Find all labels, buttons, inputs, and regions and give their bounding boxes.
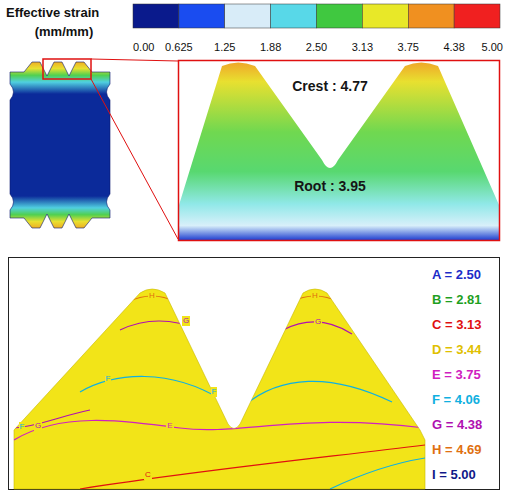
legend-entry: H = 4.69 (432, 443, 482, 458)
legend-entry: B = 2.81 (432, 293, 482, 308)
tick-label: 1.25 (214, 41, 235, 54)
legend-text: F = 4.06 (432, 392, 480, 407)
tick-label: 0.625 (165, 41, 193, 54)
contour-letter: F (105, 374, 112, 383)
contour-line (245, 381, 392, 405)
tick-label: 0.00 (133, 41, 154, 54)
legend-entry: D = 3.44 (432, 343, 482, 358)
unit-label: (mm/mm) (35, 25, 94, 40)
legend-entry: I = 5.00 (432, 468, 476, 483)
legend-text: G = 4.38 (432, 417, 482, 432)
value-callout: Root : 3.95 (294, 178, 366, 194)
color-band (362, 4, 408, 28)
contour-letter: G (314, 317, 322, 326)
color-band (271, 4, 317, 28)
legend-entry: E = 3.75 (432, 368, 481, 383)
contour-letter: C (144, 470, 152, 479)
thread-teeth (179, 63, 499, 241)
color-band (225, 4, 271, 28)
tick-label: 1.88 (260, 41, 281, 54)
value-callout: Crest : 4.77 (292, 78, 367, 94)
tick-label: 5.00 (482, 41, 503, 54)
color-band (317, 4, 363, 28)
contour-letter: H (311, 291, 319, 300)
zoom-view (179, 61, 499, 240)
legend-text: H = 4.69 (432, 442, 482, 457)
tick-label: 3.13 (352, 41, 373, 54)
legend-text: B = 2.81 (432, 292, 482, 307)
color-band (133, 4, 179, 28)
color-band (408, 4, 454, 28)
zoom-frame (179, 61, 500, 241)
contour-letter: H (148, 291, 156, 300)
tick-label: 3.75 (398, 41, 419, 54)
contour-line (330, 458, 425, 489)
legend-text: A = 2.50 (432, 267, 481, 282)
colorbar-title: Effective strain (6, 6, 99, 21)
zoom-leader (91, 79, 178, 239)
legend-entry: F = 4.06 (432, 393, 480, 408)
contour-frame (9, 258, 500, 490)
contour-line (80, 376, 222, 400)
thread-teeth (14, 289, 425, 489)
color-bar (133, 4, 500, 28)
contour-letter: F (19, 422, 26, 431)
zoom-leader (91, 59, 178, 61)
color-band (179, 4, 225, 28)
contour-letter: G (182, 316, 190, 325)
legend-text: D = 3.44 (432, 342, 482, 357)
contour-line (80, 445, 425, 489)
zoom-marker (43, 59, 91, 79)
legend-text: I = 5.00 (432, 467, 476, 482)
tick-label: 4.38 (443, 41, 464, 54)
legend-entry: A = 2.50 (432, 268, 481, 283)
legend-entry: C = 3.13 (432, 318, 482, 333)
color-band (454, 4, 500, 28)
contour-letter: G (34, 421, 42, 430)
tick-label: 2.50 (306, 41, 327, 54)
contour-letter: F (211, 387, 218, 396)
legend-text: E = 3.75 (432, 367, 481, 382)
contour-lines (14, 296, 425, 489)
contour-letter: E (166, 421, 173, 430)
legend-text: C = 3.13 (432, 317, 482, 332)
contour-line (14, 420, 425, 440)
legend-entry: G = 4.38 (432, 418, 482, 433)
